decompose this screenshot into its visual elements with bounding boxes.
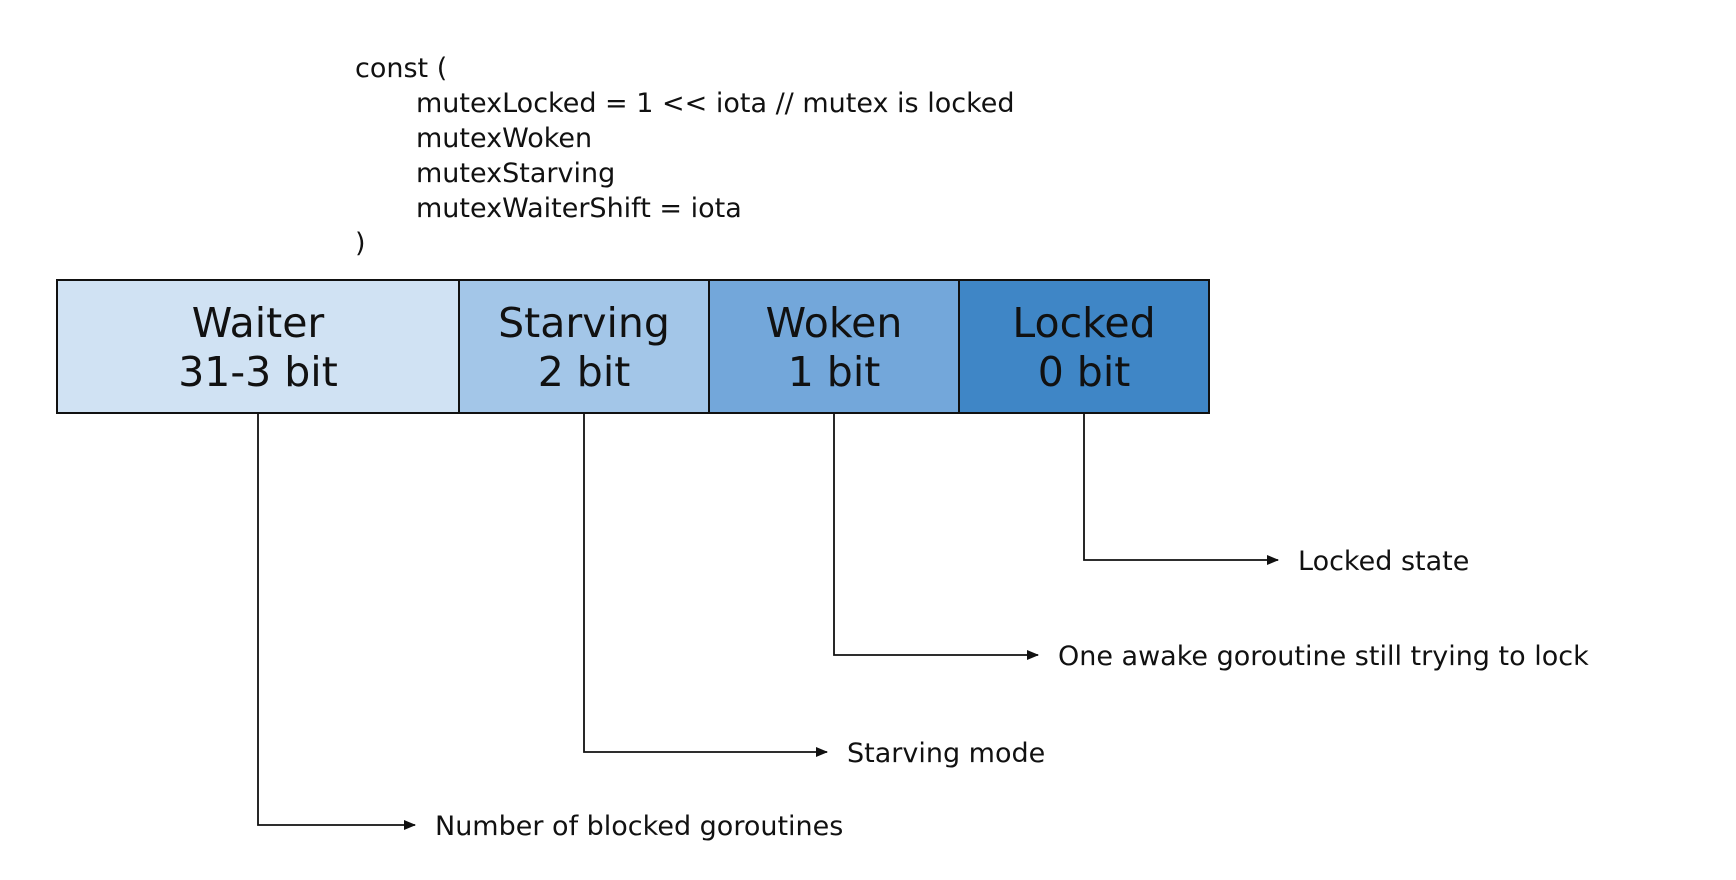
field-woken-name: Woken bbox=[766, 299, 903, 347]
connector-locked-arrow bbox=[1083, 413, 1279, 565]
code-line-mutex-starving: mutexStarving bbox=[416, 158, 615, 189]
description-starving: Starving mode bbox=[847, 738, 1045, 769]
field-starving-bits: 2 bit bbox=[538, 348, 631, 396]
code-line-mutex-woken: mutexWoken bbox=[416, 123, 592, 154]
description-locked: Locked state bbox=[1298, 546, 1469, 577]
field-waiter-cell bbox=[56, 279, 460, 414]
code-line-const-open: const ( bbox=[355, 53, 447, 84]
description-woken: One awake goroutine still trying to lock bbox=[1058, 641, 1589, 672]
field-locked-cell bbox=[958, 279, 1210, 414]
connector-waiter-arrow bbox=[257, 413, 416, 830]
field-woken: Woken 1 bit bbox=[708, 279, 960, 414]
field-locked-name: Locked bbox=[1012, 299, 1155, 347]
code-line-mutex-locked: mutexLocked = 1 << iota // mutex is lock… bbox=[416, 88, 1015, 119]
connector-woken-arrow bbox=[833, 413, 1039, 660]
field-locked-bits: 0 bit bbox=[1038, 348, 1131, 396]
description-waiter: Number of blocked goroutines bbox=[435, 811, 843, 842]
field-waiter-bits: 31-3 bit bbox=[178, 348, 338, 396]
field-woken-bits: 1 bit bbox=[788, 348, 881, 396]
field-locked: Locked 0 bit bbox=[958, 279, 1210, 414]
field-woken-cell bbox=[708, 279, 960, 414]
field-starving: Starving 2 bit bbox=[458, 279, 710, 414]
code-line-const-close: ) bbox=[355, 228, 366, 259]
field-starving-name: Starving bbox=[498, 299, 670, 347]
field-waiter: Waiter 31-3 bit bbox=[56, 279, 460, 414]
state-bitfield: Waiter 31-3 bit Starving 2 bit Woken 1 b… bbox=[56, 279, 1210, 414]
connector-starving-arrow bbox=[583, 413, 828, 757]
descriptions: Locked state One awake goroutine still t… bbox=[435, 546, 1589, 842]
code-block: const ( mutexLocked = 1 << iota // mutex… bbox=[355, 53, 1015, 259]
field-waiter-name: Waiter bbox=[192, 299, 325, 347]
code-line-mutex-waiter-shift: mutexWaiterShift = iota bbox=[416, 193, 742, 224]
field-starving-cell bbox=[458, 279, 710, 414]
connectors bbox=[257, 413, 1279, 830]
